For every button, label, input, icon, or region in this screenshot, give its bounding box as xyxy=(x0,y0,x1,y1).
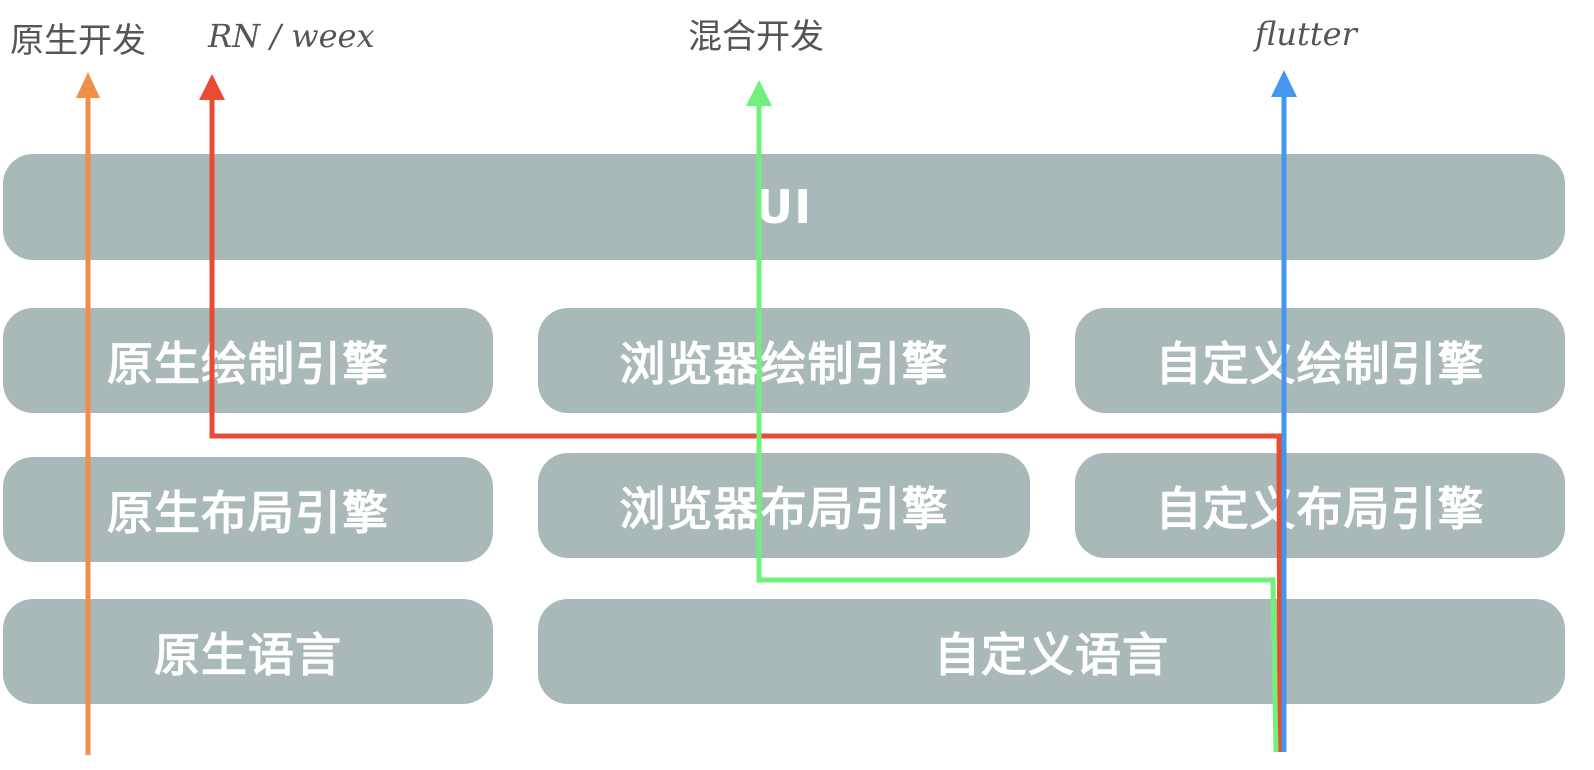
hybrid-dev-arrowhead xyxy=(746,80,772,106)
native-render-engine: 原生绘制引擎 xyxy=(3,308,493,413)
native-language: 原生语言 xyxy=(3,599,493,704)
browser-layout-engine: 浏览器布局引擎 xyxy=(538,453,1030,558)
native-layout-engine: 原生布局引擎 xyxy=(3,457,493,562)
ui-layer: UI xyxy=(3,154,1565,260)
custom-render-engine: 自定义绘制引擎 xyxy=(1075,308,1565,413)
header-flutter: flutter xyxy=(1255,15,1357,53)
header-hybrid-dev: 混合开发 xyxy=(688,17,824,57)
flutter-arrowhead xyxy=(1271,70,1297,97)
native-dev-arrowhead xyxy=(76,72,100,98)
custom-language: 自定义语言 xyxy=(538,599,1565,704)
header-native-dev: 原生开发 xyxy=(10,21,146,61)
header-rn-weex: RN / weex xyxy=(208,17,375,55)
browser-render-engine: 浏览器绘制引擎 xyxy=(538,308,1030,413)
rn-weex-arrowhead xyxy=(199,74,225,100)
custom-layout-engine: 自定义布局引擎 xyxy=(1075,453,1565,558)
